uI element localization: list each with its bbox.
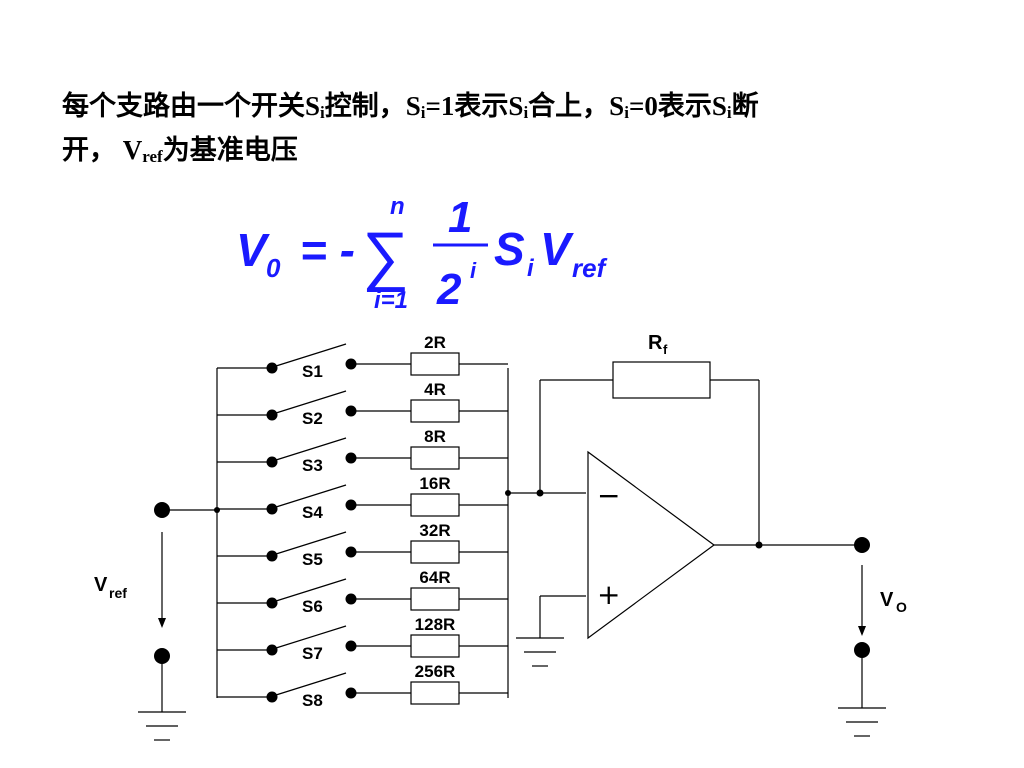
- caption-part: 为基准电压: [162, 135, 298, 165]
- switch-label: S2: [302, 409, 323, 428]
- resistor-label: 16R: [419, 474, 450, 493]
- switch-blade: [275, 625, 347, 649]
- junction-dot: [536, 489, 544, 497]
- opamp: − +: [587, 450, 716, 640]
- equation: V 0 = - ∑ n i=1 1 2 i S i V ref: [236, 193, 608, 314]
- switch-left-contact: [266, 550, 278, 562]
- ground-icon: [838, 707, 886, 737]
- output-arrow: [858, 565, 866, 636]
- output-label: V: [880, 589, 894, 611]
- junction-dot: [505, 490, 511, 496]
- equation-lhs: V: [236, 224, 270, 276]
- branch-resistor: [410, 587, 460, 611]
- equation-lhs-sub: 0: [266, 253, 281, 283]
- input-label-sub: ref: [109, 585, 127, 601]
- switch-left-contact: [266, 409, 278, 421]
- caption-sub: i: [726, 103, 732, 122]
- switch-left-contact: [266, 503, 278, 515]
- equation-s: S: [494, 223, 525, 275]
- feedback-resistor-label: R: [648, 332, 663, 354]
- input-label: V: [94, 574, 108, 596]
- resistor-label: 4R: [424, 380, 446, 399]
- output-ground-terminal: [854, 642, 870, 658]
- resistor-label: 2R: [424, 333, 446, 352]
- equation-v: V: [540, 223, 574, 275]
- branch-resistor: [410, 540, 460, 564]
- switch-blade: [275, 484, 347, 508]
- branch-resistor: [410, 446, 460, 470]
- output-terminal: [854, 537, 870, 553]
- caption-text: 每个支路由一个开关Si控制，Si=1表示Si合上，Si=0表示Si断 开， Vr…: [62, 84, 962, 172]
- switch-label: S1: [302, 362, 323, 381]
- caption-part: =0表示S: [628, 91, 727, 121]
- feedback-resistor-sub: f: [663, 342, 668, 357]
- caption-part: 控制，S: [324, 91, 421, 121]
- switch-left-contact: [266, 597, 278, 609]
- branch-resistor: [410, 399, 460, 423]
- caption-part: 开， V: [62, 135, 143, 165]
- caption-sub: i: [320, 103, 325, 122]
- switch-blade: [275, 437, 347, 461]
- resistor-label: 32R: [419, 521, 450, 540]
- caption-part: 合上，S: [528, 91, 625, 121]
- branch-resistor: [410, 681, 460, 705]
- switch-label: S6: [302, 597, 323, 616]
- opamp-minus: −: [597, 479, 620, 512]
- fraction-denominator: 2: [436, 265, 462, 314]
- switch-label: S7: [302, 644, 323, 663]
- fraction-exponent: i: [470, 258, 477, 283]
- switch-label: S8: [302, 691, 323, 710]
- sum-symbol: ∑: [362, 218, 409, 292]
- resistor-label: 64R: [419, 568, 450, 587]
- switch-label: S4: [302, 503, 323, 522]
- switch-blade: [275, 343, 347, 367]
- opamp-plus: +: [597, 578, 620, 611]
- ground-icon: [516, 637, 564, 667]
- junction-dot: [755, 541, 763, 549]
- resistor-label: 256R: [415, 662, 456, 681]
- caption-part: 断: [731, 91, 759, 121]
- switch-blade: [275, 390, 347, 414]
- caption-sub: i: [624, 103, 629, 122]
- switch-label: S3: [302, 456, 323, 475]
- resistor-label: 128R: [415, 615, 456, 634]
- junction-dot: [214, 507, 220, 513]
- switch-blade: [275, 531, 347, 555]
- caption-sub: ref: [142, 147, 163, 166]
- switch-label: S5: [302, 550, 323, 569]
- equation-v-sub: ref: [572, 253, 608, 283]
- input-terminal: [154, 502, 170, 518]
- equation-equals: = -: [300, 224, 355, 276]
- switch-left-contact: [266, 644, 278, 656]
- caption-part: =1表示S: [425, 91, 524, 121]
- feedback-resistor: [612, 361, 711, 399]
- switch-left-contact: [266, 691, 278, 703]
- input-ground-terminal: [154, 648, 170, 664]
- switch-blade: [275, 672, 347, 696]
- switch-left-contact: [266, 456, 278, 468]
- sum-lower: i=1: [374, 287, 408, 314]
- equation-s-sub: i: [527, 255, 535, 282]
- caption-sub: i: [523, 103, 529, 122]
- switch-left-contact: [266, 362, 278, 374]
- resistor-label: 8R: [424, 427, 446, 446]
- caption-sub: i: [420, 103, 426, 122]
- caption-part: 每个支路由一个开关S: [62, 91, 321, 121]
- fraction-numerator: 1: [448, 193, 472, 242]
- branch-resistor: [410, 493, 460, 517]
- branches: S1 2R S2 4R S3 8R S4 16R S5 32R S6 64R S7 128R S8 256R: [217, 333, 508, 710]
- branch-resistor: [410, 634, 460, 658]
- branch-resistor: [410, 352, 460, 376]
- ground-icon: [138, 711, 186, 741]
- input-arrow: [158, 532, 166, 628]
- circuit-wiring: [161, 368, 863, 712]
- sum-upper: n: [390, 193, 405, 220]
- output-label-sub: O: [896, 599, 907, 615]
- switch-blade: [275, 578, 347, 602]
